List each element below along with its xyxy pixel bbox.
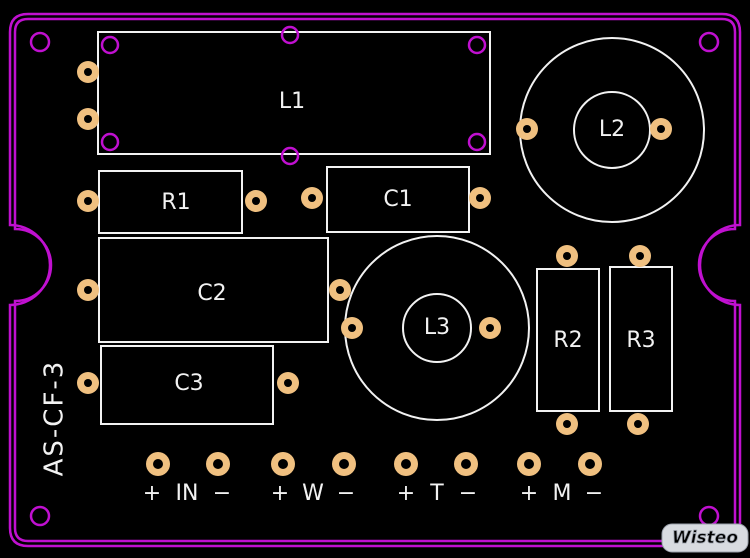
pad: [629, 245, 651, 267]
c3-outline: [100, 345, 274, 425]
pads: [77, 61, 672, 476]
pad: [271, 452, 295, 476]
terminal-plus: +: [397, 481, 415, 506]
terminal-minus: −: [337, 481, 355, 506]
l1-hole: [100, 35, 120, 55]
pad: [146, 452, 170, 476]
pad: [479, 317, 501, 339]
pad: [578, 452, 602, 476]
terminal-plus: +: [271, 481, 289, 506]
board-outline-inner: [13, 17, 737, 543]
c1-label: C1: [383, 187, 412, 212]
pad: [469, 187, 491, 209]
pad: [301, 187, 323, 209]
pad: [627, 413, 649, 435]
mounting-hole: [29, 505, 51, 527]
watermark-logo: Wisteo: [661, 523, 749, 553]
l1-hole: [100, 132, 120, 152]
pad: [556, 413, 578, 435]
r1-outline: [98, 170, 243, 234]
mounting-hole: [698, 505, 720, 527]
c2-label: C2: [197, 281, 226, 306]
terminal-plus: +: [520, 481, 538, 506]
l3-core: [402, 293, 472, 363]
r3-label: R3: [626, 328, 655, 353]
terminal-minus: −: [459, 481, 477, 506]
mounting-hole: [698, 31, 720, 53]
pad: [77, 61, 99, 83]
pad: [516, 118, 538, 140]
pad: [245, 190, 267, 212]
l2-label: L2: [599, 117, 625, 142]
l3-label: L3: [424, 315, 450, 340]
pad: [556, 245, 578, 267]
pad: [329, 279, 351, 301]
l1-outline: [97, 31, 491, 155]
pad: [77, 190, 99, 212]
c3-label: C3: [174, 371, 203, 396]
l1-hole: [467, 132, 487, 152]
pad: [277, 372, 299, 394]
board-label: AS-CF-3: [40, 360, 70, 477]
l1-hole: [467, 35, 487, 55]
c1-outline: [326, 166, 470, 233]
r2-outline: [536, 268, 600, 412]
terminal-name: W: [302, 481, 324, 506]
mounting-hole: [29, 31, 51, 53]
terminal-minus: −: [213, 481, 231, 506]
pad: [394, 452, 418, 476]
terminal-labels: + IN − + W − + T − + M −: [143, 481, 603, 506]
pad: [332, 452, 356, 476]
board-outline: [8, 12, 742, 548]
terminal-name: T: [429, 481, 444, 506]
pad: [77, 372, 99, 394]
terminal-name: IN: [176, 481, 199, 506]
l1-hole: [280, 25, 300, 45]
pad: [517, 452, 541, 476]
pad: [206, 452, 230, 476]
terminal-minus: −: [585, 481, 603, 506]
l2-core: [573, 91, 651, 169]
pad: [77, 279, 99, 301]
r3-outline: [609, 266, 673, 412]
l1-hole: [280, 146, 300, 166]
pad: [77, 108, 99, 130]
watermark-text: Wisteo: [672, 528, 738, 548]
l1-label: L1: [279, 89, 305, 114]
r2-label: R2: [553, 328, 582, 353]
terminal-name: M: [553, 481, 572, 506]
pad: [650, 118, 672, 140]
pad: [341, 317, 363, 339]
pad: [454, 452, 478, 476]
terminal-plus: +: [143, 481, 161, 506]
r1-label: R1: [161, 190, 190, 215]
